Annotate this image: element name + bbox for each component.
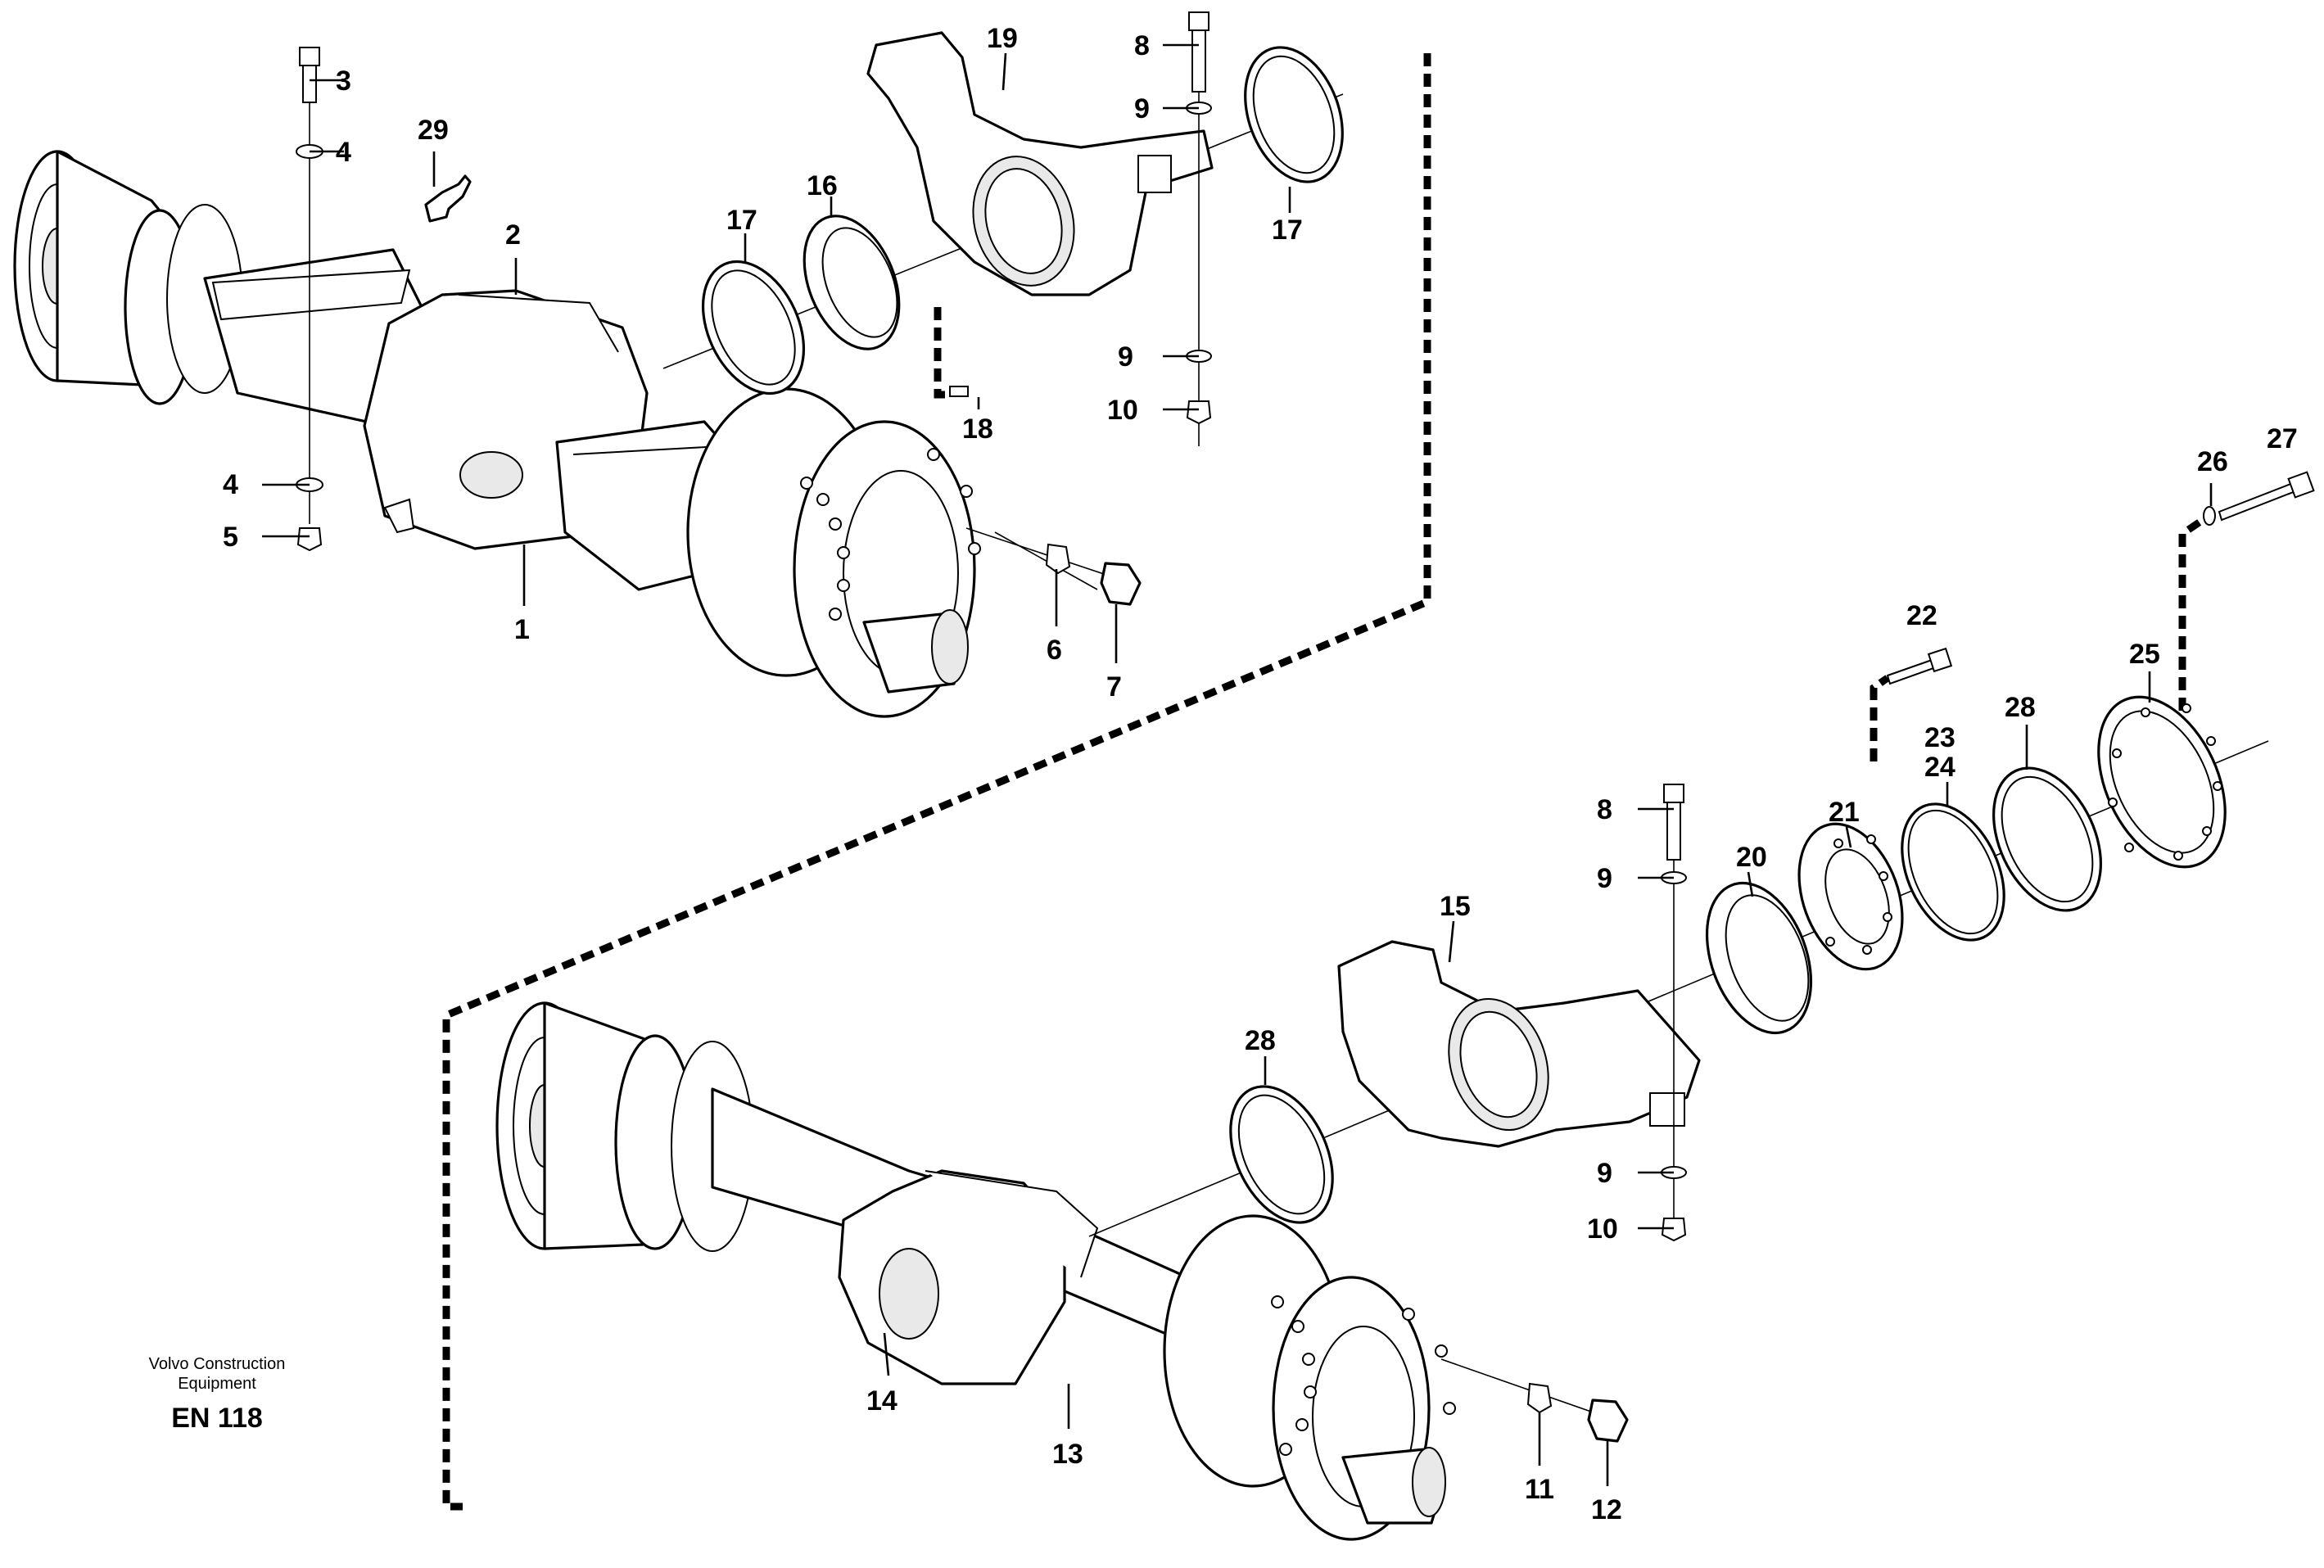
callout-24: 24 [1924,752,1956,783]
callout-4-top: 4 [336,137,351,168]
callout-5: 5 [223,522,238,553]
part-19-bracket [866,31,1214,296]
callout-13: 13 [1052,1439,1083,1470]
part-21-hub [1797,822,1904,971]
part-5-nut [296,527,323,552]
figure-code: EN 118 [171,1403,263,1434]
callout-3: 3 [336,66,351,97]
callout-8-lower: 8 [1597,794,1612,825]
part-12-wheel-nut [1587,1399,1629,1443]
callout-10-upper: 10 [1107,395,1138,426]
callout-12: 12 [1591,1494,1622,1525]
part-7-wheel-nut [1100,562,1142,606]
callout-8-upper: 8 [1134,30,1150,61]
publisher-caption: Volvo Construction Equipment EN 118 [149,1355,286,1434]
upper-axle-assembly [13,150,981,718]
callout-9-upper-b: 9 [1118,341,1133,373]
part-26-washer [2203,506,2216,526]
part-16-bearing [803,215,901,350]
callout-9-upper-a: 9 [1134,93,1150,124]
callout-6: 6 [1047,635,1062,666]
caption-line-1: Volvo Construction [149,1355,286,1373]
callout-28-lower: 28 [1245,1025,1276,1056]
part-10-nut-lower [1661,1218,1687,1242]
leader-lines [262,43,2213,1486]
callout-22: 22 [1906,600,1937,631]
connector-bolt-22 [1870,675,1890,761]
part-10-nut-upper [1186,400,1212,425]
connector-bolt-26 [2178,517,2205,711]
callout-14: 14 [866,1385,897,1417]
callout-29: 29 [418,115,449,146]
callout-numbers: 1 2 3 4 4 5 6 7 8 9 9 10 16 17 17 18 19 … [223,23,2298,1525]
callout-18: 18 [962,413,993,445]
callout-26: 26 [2197,446,2228,477]
callout-17-left: 17 [726,205,757,236]
callout-21: 21 [1829,797,1860,828]
callout-23: 23 [1924,722,1956,753]
callout-15: 15 [1440,891,1471,922]
callout-20: 20 [1736,842,1767,873]
part-29-elbow-fitting [424,174,472,223]
callout-28-upper: 28 [2005,692,2036,723]
part-25-cover [2097,695,2227,869]
callout-25: 25 [2129,639,2160,670]
callout-9-lower-b: 9 [1597,1158,1612,1189]
callout-2: 2 [505,219,521,251]
connector-pin-18 [934,307,952,399]
part-27-bolt [2218,481,2297,522]
part-20-bearing [1705,881,1813,1035]
caption-line-2: Equipment [178,1375,256,1393]
part-22-bolt [1886,657,1937,685]
part-6-nut [1045,543,1071,575]
callout-27: 27 [2267,423,2298,454]
callout-7: 7 [1106,671,1122,703]
callout-1: 1 [514,614,530,645]
callout-11: 11 [1525,1474,1554,1505]
callout-4-bottom: 4 [223,469,238,500]
part-3-bolt [299,47,320,103]
callout-16: 16 [807,170,838,201]
lower-axle-assembly [495,1001,1456,1541]
part-8-bolt-upper [1188,11,1209,93]
part-18-pin [949,386,969,397]
part-15-bracket [1337,940,1701,1148]
callout-17-right: 17 [1272,215,1303,246]
callout-10-lower: 10 [1587,1213,1618,1245]
part-11-nut [1526,1382,1553,1414]
assembly-connector-main [442,53,1431,1511]
callout-19: 19 [987,23,1018,54]
part-8-bolt-lower [1663,784,1684,861]
callout-9-lower-a: 9 [1597,863,1612,894]
